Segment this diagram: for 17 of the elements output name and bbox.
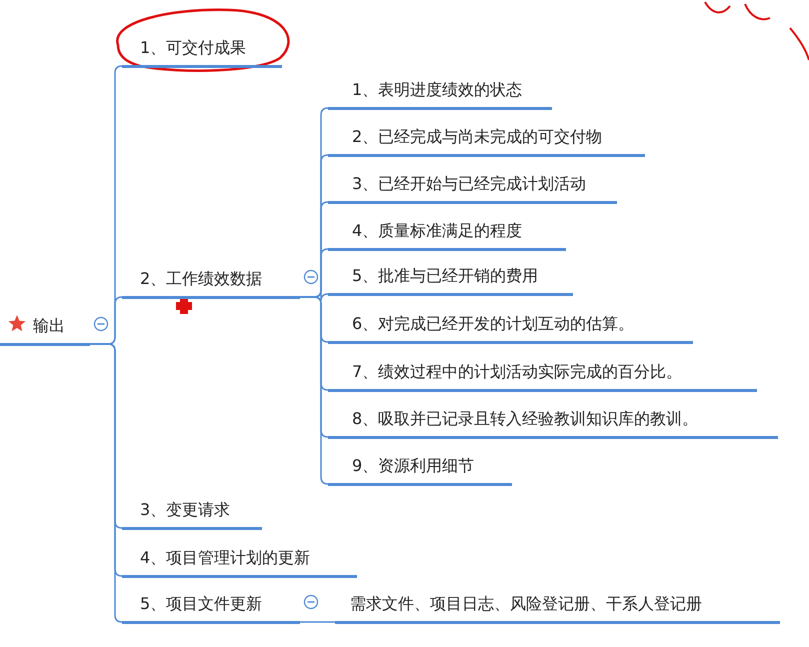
- topic-text: 1、表明进度绩效的状态: [352, 80, 522, 101]
- topic-text: 5、项目文件更新: [140, 594, 262, 615]
- topic-text: 3、已经开始与已经完成计划活动: [352, 174, 586, 195]
- topic-text: 9、资源利用细节: [352, 456, 474, 477]
- topic-text: 输出: [33, 316, 65, 337]
- topic-text: 需求文件、项目日志、风险登记册、干系人登记册: [350, 594, 702, 615]
- topic-text: 4、项目管理计划的更新: [140, 548, 310, 569]
- topic-text: 2、工作绩效数据: [140, 269, 262, 290]
- topic-text: 5、批准与已经开销的费用: [352, 266, 538, 287]
- topic-text: 1、可交付成果: [140, 38, 246, 59]
- topic-text: 4、质量标准满足的程度: [352, 221, 522, 242]
- topic-text: 6、对完成已经开发的计划互动的估算。: [352, 314, 634, 335]
- connector-line: [300, 621, 335, 623]
- topic-text: 2、已经完成与尚未完成的可交付物: [352, 127, 602, 148]
- topic-text: 3、变更请求: [140, 500, 230, 521]
- topic-text: 8、吸取并已记录且转入经验教训知识库的教训。: [352, 409, 698, 430]
- topic-text: 7、绩效过程中的计划活动实际完成的百分比。: [352, 362, 682, 383]
